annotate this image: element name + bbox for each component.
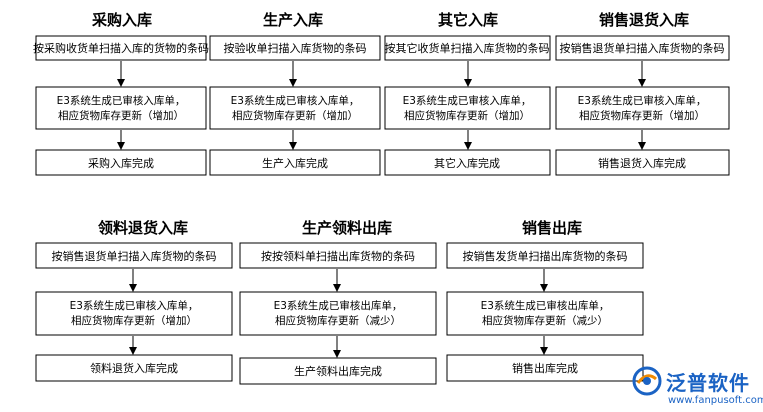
step-box-scan xyxy=(35,35,207,61)
step-box-complete xyxy=(239,357,437,385)
step-generate-line1: E3系统生成已审核入库单， xyxy=(231,94,360,107)
step-generate-line2: 相应货物库存更新（增加） xyxy=(71,314,197,327)
step-scan-label: 按采购收货单扫描入库的货物的条码 xyxy=(33,41,209,55)
step-scan-label: 按销售发货单扫描出库货物的条码 xyxy=(463,249,628,263)
logo-brand-name: 泛普软件 xyxy=(666,371,750,395)
step-complete-label: 生产领料出库完成 xyxy=(294,364,382,378)
step-complete-label: 销售出库完成 xyxy=(512,361,578,375)
step-scan-label: 按按领料单扫描出库货物的条码 xyxy=(261,249,415,263)
step-scan-label: 按销售退货单扫描入库货物的条码 xyxy=(52,249,217,263)
step-box-generate xyxy=(239,291,437,336)
step-box-scan xyxy=(209,35,381,61)
logo-mark-icon xyxy=(632,366,662,396)
flow-production-issue-outbound: 生产领料出库 按按领料单扫描出库货物的条码 E3系统生成已审核出库单， 相应货物… xyxy=(239,219,437,385)
step-generate-line2: 相应货物库存更新（减少） xyxy=(482,314,608,327)
step-generate-line1: E3系统生成已审核入库单， xyxy=(403,94,532,107)
flow-title: 采购入库 xyxy=(91,11,152,29)
step-complete-label: 其它入库完成 xyxy=(434,156,500,170)
step-generate-line1: E3系统生成已审核入库单， xyxy=(70,299,199,312)
step-box-generate xyxy=(555,86,730,130)
step-complete-label: 销售退货入库完成 xyxy=(598,156,686,170)
flow-title: 生产入库 xyxy=(263,11,323,29)
flow-title: 生产领料出库 xyxy=(302,219,392,237)
flow-other-inbound: 其它入库 按其它收货单扫描入库货物的条码 E3系统生成已审核入库单， 相应货物库… xyxy=(384,11,551,176)
step-scan-label: 按其它收货单扫描入库货物的条码 xyxy=(385,41,550,55)
step-box-generate xyxy=(209,86,381,130)
step-box-generate xyxy=(446,291,644,336)
step-box-complete xyxy=(555,149,730,176)
step-scan-label: 按验收单扫描入库货物的条码 xyxy=(224,41,367,55)
logo-url: www.fanpusoft.com xyxy=(668,395,763,406)
step-box-scan xyxy=(555,35,730,61)
step-generate-line1: E3系统生成已审核入库单， xyxy=(57,94,186,107)
step-generate-line2: 相应货物库存更新（增加） xyxy=(58,109,184,122)
step-complete-label: 领料退货入库完成 xyxy=(90,361,178,375)
step-box-scan xyxy=(446,242,644,269)
flow-title: 领料退货入库 xyxy=(97,219,188,237)
flow-sales-outbound: 销售出库 按销售发货单扫描出库货物的条码 E3系统生成已审核出库单， 相应货物库… xyxy=(446,219,644,382)
step-generate-line1: E3系统生成已审核出库单， xyxy=(274,299,403,312)
flow-title: 其它入库 xyxy=(438,11,498,29)
flow-sales-return-inbound: 销售退货入库 按销售退货单扫描入库货物的条码 E3系统生成已审核入库单， 相应货… xyxy=(555,11,730,176)
flow-title: 销售退货入库 xyxy=(599,11,689,29)
step-box-complete xyxy=(35,354,233,382)
step-box-complete xyxy=(209,149,381,176)
step-generate-line1: E3系统生成已审核入库单， xyxy=(578,94,707,107)
step-box-complete xyxy=(35,149,207,176)
step-box-complete xyxy=(446,354,644,382)
flow-production-inbound: 生产入库 按验收单扫描入库货物的条码 E3系统生成已审核入库单， 相应货物库存更… xyxy=(209,11,381,176)
step-box-scan xyxy=(239,242,437,269)
step-generate-line2: 相应货物库存更新（增加） xyxy=(579,109,705,122)
step-generate-line1: E3系统生成已审核出库单， xyxy=(481,299,610,312)
step-box-scan xyxy=(384,35,551,61)
flow-purchase-inbound: 采购入库 按采购收货单扫描入库的货物的条码 E3系统生成已审核入库单， 相应货物… xyxy=(33,11,209,176)
step-scan-label: 按销售退货单扫描入库货物的条码 xyxy=(560,41,725,55)
brand-logo: 泛普软件 www.fanpusoft.com xyxy=(632,364,763,410)
step-generate-line2: 相应货物库存更新（增加） xyxy=(404,109,530,122)
step-box-scan xyxy=(35,242,233,269)
flow-title: 销售出库 xyxy=(522,219,582,237)
step-box-generate xyxy=(384,86,551,130)
step-generate-line2: 相应货物库存更新（增加） xyxy=(232,109,358,122)
flow-material-return-inbound: 领料退货入库 按销售退货单扫描入库货物的条码 E3系统生成已审核入库单， 相应货… xyxy=(35,219,233,382)
step-box-generate xyxy=(35,86,207,130)
step-complete-label: 生产入库完成 xyxy=(262,156,328,170)
step-generate-line2: 相应货物库存更新（减少） xyxy=(275,314,401,327)
step-box-generate xyxy=(35,291,233,336)
step-complete-label: 采购入库完成 xyxy=(88,156,154,170)
step-box-complete xyxy=(384,149,551,176)
